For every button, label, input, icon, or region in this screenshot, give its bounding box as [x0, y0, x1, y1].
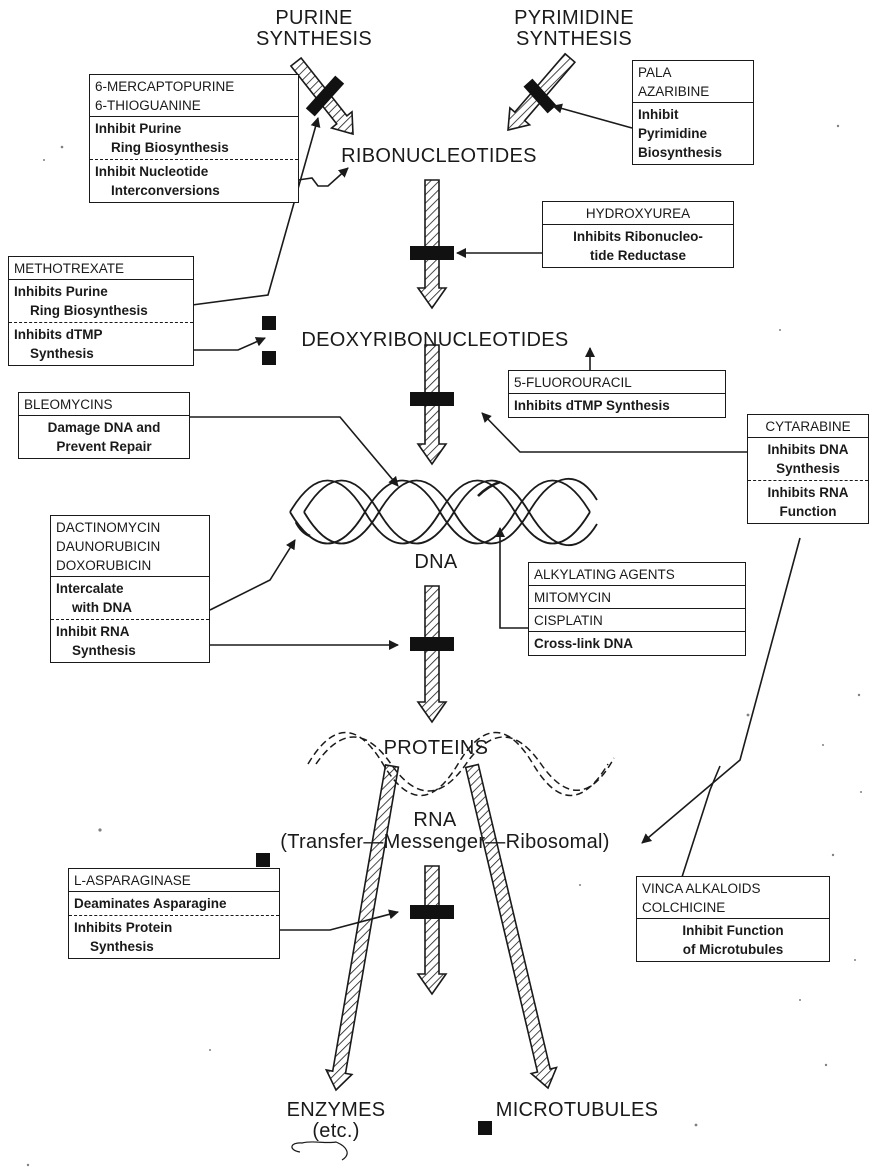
inhibition-marker	[478, 1121, 492, 1135]
enzymes-label: ENZYMES(etc.)	[286, 1099, 386, 1142]
ribonucleotides-label: RIBONUCLEOTIDES	[341, 145, 537, 167]
ribo-to-deoxy-arrow	[416, 179, 448, 310]
scan-specks	[26, 124, 862, 1167]
inhibition-marker	[262, 351, 276, 365]
dna-to-rna-arrow	[416, 585, 448, 724]
rna-to-proteins-arrow	[416, 865, 448, 996]
rna-synthesis-block-bar	[410, 637, 454, 651]
protein-synthesis-block-bar	[410, 905, 454, 919]
proteins-to-microtubules-arrow	[464, 763, 558, 1090]
dna-helix	[289, 477, 598, 547]
connector-arrows	[190, 103, 801, 1161]
pathway-arrows	[289, 52, 577, 1092]
pyrimidine-block-bar	[523, 78, 557, 114]
microtubules-label: MICROTUBULES	[478, 1100, 684, 1135]
dtmp-block-bar	[410, 392, 454, 406]
inhibition-marker	[262, 316, 276, 330]
inhibition-blocks	[305, 75, 557, 919]
purine-block-bar	[305, 75, 345, 117]
proteins-label: PROTEINS	[383, 737, 489, 759]
rna-strand	[307, 731, 615, 797]
dna-label: DNA	[414, 551, 458, 573]
rna-label: RNA	[413, 809, 457, 831]
rna-types-label: (Transfer—Messenger—Ribosomal)	[256, 832, 642, 867]
reductase-block-bar	[410, 246, 454, 260]
proteins-to-enzymes-arrow	[324, 763, 400, 1092]
inhibition-marker	[256, 853, 270, 867]
asparaginase-box: L-ASPARAGINASE Deaminates Asparagine Inh…	[68, 868, 280, 959]
hydroxyurea-box: HYDROXYUREA Inhibits Ribonucleo-tide Red…	[542, 201, 734, 268]
fluorouracil-box: 5-FLUOROURACIL Inhibits dTMP Synthesis	[508, 370, 726, 418]
deoxyribonucleotides-label: DEOXYRIBONUCLEOTIDES	[262, 316, 608, 365]
alkylating-box: ALKYLATING AGENTS MITOMYCIN CISPLATIN Cr…	[528, 562, 746, 656]
